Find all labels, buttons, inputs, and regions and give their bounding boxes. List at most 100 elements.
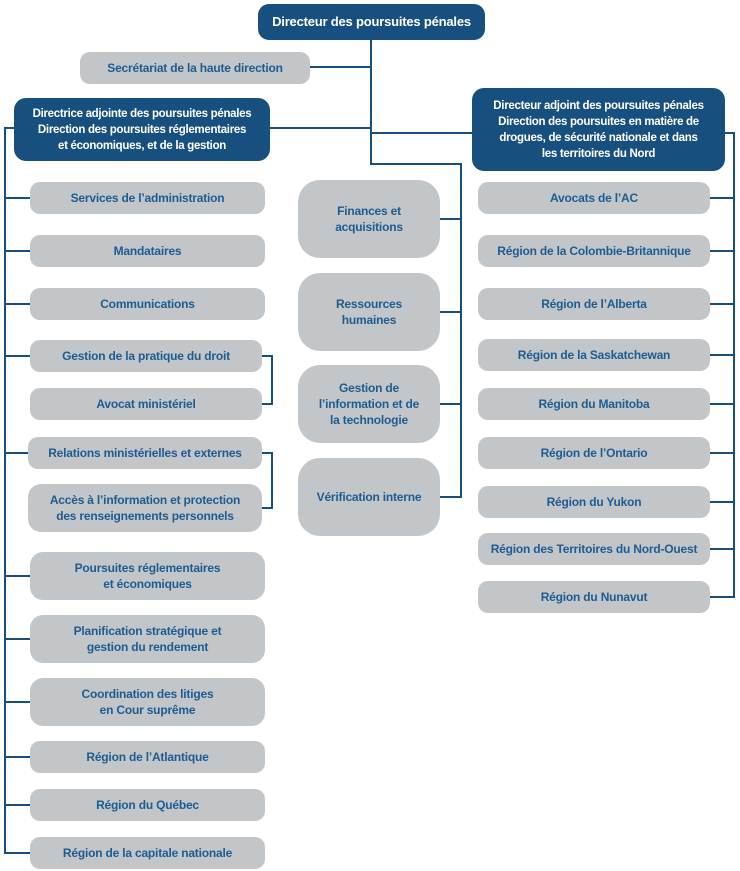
node-avocats-ac: Avocats de l’AC [478,182,710,214]
connector-center-spine [460,163,462,498]
node-label-line: des renseignements personnels [56,509,234,523]
connector-secretariat [310,66,371,68]
connector-left-stub [4,452,32,454]
connector-left-stub [4,804,32,806]
node-verification-interne: Vérification interne [298,458,440,536]
connector-right-stub [708,501,735,503]
node-label-line: Région des Territoires du Nord-Ouest [490,542,698,556]
node-label-line: la technologie [330,413,408,427]
node-secretariat-haute-direction: Secrétariat de la haute direction [80,52,310,84]
node-label-line: Direction des poursuites réglementaires [37,123,247,136]
node-region-capitale-nationale: Région de la capitale nationale [30,837,265,869]
connector-right-head [370,132,473,134]
node-region-atlantique: Région de l’Atlantique [30,741,265,773]
node-label-line: acquisitions [335,220,403,234]
node-label-line: Gestion de [338,381,399,395]
node-region-manitoba: Région du Manitoba [478,388,710,420]
node-label-line: Services de l’administration [70,191,225,205]
node-label-line: et économiques, et de la gestion [57,139,227,152]
node-label-line: en Cour suprême [99,703,196,717]
node-label-line: Directeur adjoint des poursuites pénales [493,99,704,112]
node-label-line: l’information et de [318,397,420,411]
connector-right-stub [708,596,735,598]
node-gestion-information-technologie: Gestion de l’information et de la technolo… [298,365,440,443]
connector-right-spine [733,132,735,598]
connector-bracket-stub [262,355,273,357]
connector-left-stub [4,197,32,199]
node-label-line: Accès à l’information et protection [49,493,241,507]
connector-left-stub [4,575,32,577]
connector-center-stub [440,218,462,220]
connector-center-top [370,163,462,165]
node-label-line: Région de l’Atlantique [86,750,209,764]
connector-right-stub [708,303,735,305]
node-label-line: Communications [100,297,195,311]
node-label-line: Avocat ministériel [96,397,196,411]
connector-left-spine [4,127,6,854]
node-communications: Communications [30,288,265,320]
node-poursuites-reglementaires-economiques: Poursuites réglementaires et économiques [30,552,265,600]
node-acces-information-protection: Accès à l’information et protection des r… [28,484,262,532]
node-label-line: Avocats de l’AC [550,191,638,205]
node-label-line: Région de l’Ontario [540,446,648,460]
connector-left-stub [4,638,32,640]
connector-left-stub [4,701,32,703]
node-region-quebec: Région du Québec [30,789,265,821]
connector-bracket-stub [262,403,273,405]
node-label-line: Vérification interne [316,490,422,504]
node-label-line: Directrice adjointe des poursuites pénal… [32,107,252,120]
node-label-line: Mandataires [113,244,182,258]
node-services-administration: Services de l’administration [30,182,265,214]
connector-right-stub [708,197,735,199]
node-label-line: Gestion de la pratique du droit [62,349,230,363]
node-region-saskatchewan: Région de la Saskatchewan [478,339,710,371]
node-label-line: Région du Nunavut [540,590,648,604]
node-label-line: Région de la Saskatchewan [517,348,671,362]
connector-left-stub [4,756,32,758]
node-label-line: drogues, de sécurité nationale et dans [499,131,698,144]
node-directeur-adjoint-drogues-nord: Directeur adjoint des poursuites pénales… [472,88,725,171]
node-planification-strategique-rendement: Planification stratégique et gestion du r… [30,615,265,663]
node-region-nunavut: Région du Nunavut [478,581,710,613]
node-region-colombie-britannique: Région de la Colombie-Britannique [478,235,710,267]
connector-left-stub [4,355,32,357]
connector-bracket-droit-avocat [271,355,273,405]
connector-bracket-stub [262,452,273,454]
node-label-line: et économiques [103,577,192,591]
connector-center-stub [440,403,462,405]
connector-left-stub [4,250,32,252]
node-label-line: Région du Yukon [546,495,642,509]
node-label-line: Coordination des litiges [81,687,214,701]
node-label: Directeur des poursuites pénales [272,14,471,29]
connector-right-head-stub [723,132,735,134]
connector-right-stub [708,452,735,454]
node-gestion-pratique-droit: Gestion de la pratique du droit [30,340,262,372]
node-label-line: Ressources [335,297,403,311]
node-label-line: Planification stratégique et [73,624,222,638]
connector-left-head [268,127,372,129]
connector-root-trunk [370,40,372,165]
connector-bracket-relations-acces [271,452,273,509]
node-label-line: Finances et [337,204,401,218]
node-label-line: gestion du rendement [86,640,209,654]
connector-left-head-stub [4,127,16,129]
connector-right-stub [708,354,735,356]
connector-center-stub [440,311,462,313]
node-relations-ministerielles-externes: Relations ministérielles et externes [28,437,262,469]
node-label-line: Région du Québec [96,798,199,812]
node-label-line: Région de la Colombie-Britannique [497,244,691,258]
node-coordination-litiges-cour-supreme: Coordination des litiges en Cour suprême [30,678,265,726]
node-label-line: Direction des poursuites en matière de [498,115,699,128]
node-avocat-ministeriel: Avocat ministériel [30,388,262,420]
node-label-line: Région de l’Alberta [541,297,647,311]
node-finances-acquisitions: Finances et acquisitions [298,180,440,258]
connector-right-stub [708,250,735,252]
node-label: Secrétariat de la haute direction [107,61,283,75]
node-region-yukon: Région du Yukon [478,486,710,518]
connector-center-stub [440,496,462,498]
node-label-line: Poursuites réglementaires [74,561,221,575]
node-region-territoires-nord-ouest: Région des Territoires du Nord-Ouest [478,533,710,565]
connector-bracket-stub [262,507,273,509]
